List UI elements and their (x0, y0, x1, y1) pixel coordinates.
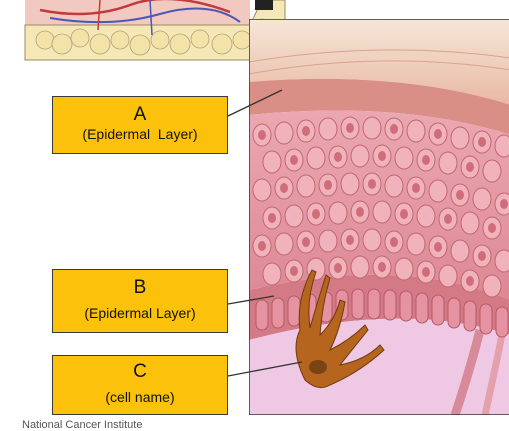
pointer-line-a (227, 89, 283, 117)
label-letter-c: C (133, 361, 147, 382)
label-box-c: C (cell name) (52, 355, 228, 415)
label-letter-b: B (133, 277, 147, 298)
skin-block-thumbnail (24, 0, 286, 61)
label-box-b: B (Epidermal Layer) (52, 269, 228, 333)
label-letter-a: A (133, 104, 147, 125)
label-text-b: (Epidermal Layer) (84, 305, 196, 321)
melanocyte (295, 269, 385, 389)
label-box-a: A (Epidermal Layer) (52, 96, 228, 154)
pointer-line-c (227, 361, 303, 377)
magnified-skin-panel (249, 19, 509, 415)
credit-text: National Cancer Institute (22, 419, 143, 431)
pointer-line-b (227, 295, 275, 305)
label-text-c: (cell name) (105, 389, 175, 405)
label-text-a: (Epidermal Layer) (82, 126, 198, 142)
